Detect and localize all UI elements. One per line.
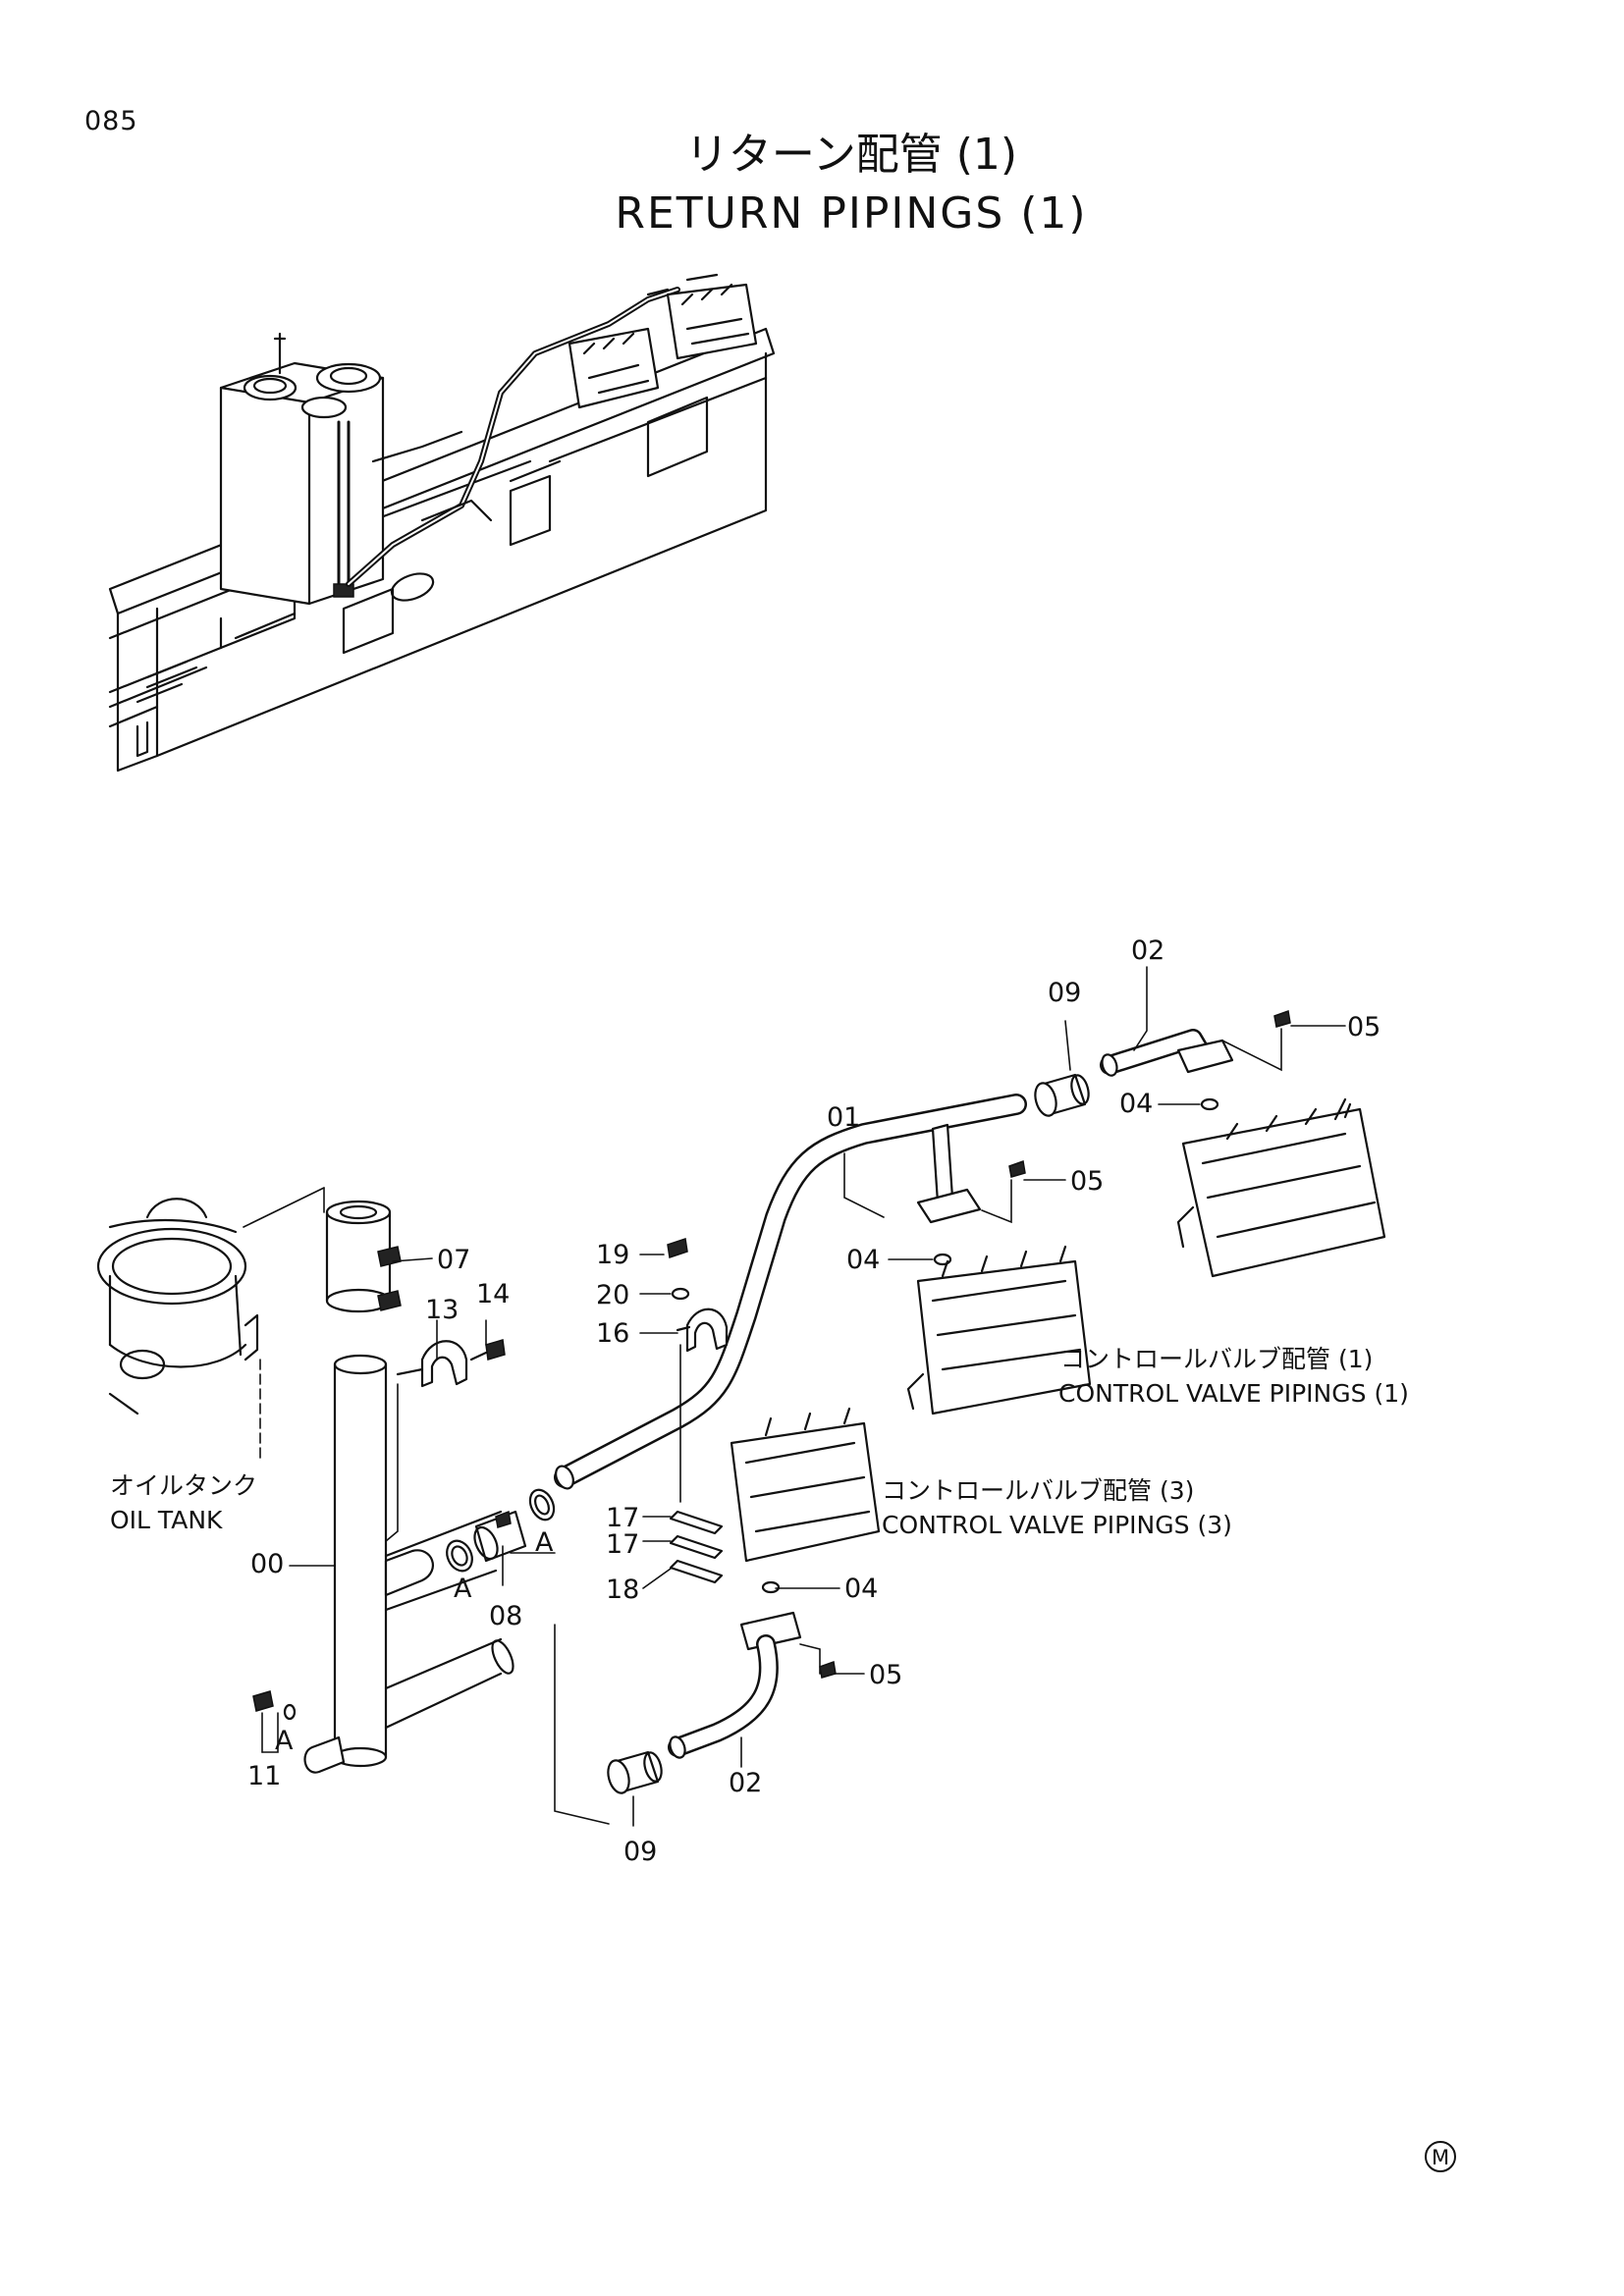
callout-16: 16 — [596, 1318, 629, 1349]
pipe-01 — [554, 1094, 1027, 1490]
overview-illustration — [108, 273, 776, 773]
page-number: 085 — [84, 106, 138, 136]
leader-lines — [243, 966, 1346, 1827]
callout-09-bottom: 09 — [623, 1837, 657, 1867]
section-mark-a-plug: A — [275, 1726, 294, 1756]
o-ring-04-mid — [933, 1253, 952, 1266]
callout-20: 20 — [596, 1280, 629, 1310]
clamp-13 — [396, 1340, 468, 1388]
section-mark-a-left: A — [454, 1574, 472, 1604]
callout-13: 13 — [425, 1295, 459, 1325]
pipe-00 — [303, 1354, 514, 1774]
callout-17-a: 17 — [606, 1503, 639, 1533]
bolt-05-top — [1273, 1009, 1291, 1028]
fitting-09-top — [1034, 1073, 1090, 1117]
callout-numbers: 00 01 02 02 04 04 04 05 05 05 07 08 09 0… — [247, 935, 1380, 1867]
section-mark-a-right: A — [535, 1527, 554, 1558]
callout-14: 14 — [476, 1279, 510, 1309]
pipe-02-top — [1100, 1029, 1234, 1077]
fitting-09-bottom — [607, 1750, 663, 1794]
control-valve-middle — [906, 1245, 1092, 1415]
caption-cvp3-en: CONTROL VALVE PIPINGS (3) — [882, 1511, 1232, 1539]
shim-18 — [669, 1559, 724, 1584]
title-english: RETURN PIPINGS (1) — [615, 188, 1088, 239]
callout-04-mid: 04 — [846, 1245, 880, 1275]
control-valve-lower — [730, 1407, 881, 1563]
clamp-16 — [676, 1308, 729, 1353]
hose-joint-08 — [446, 1488, 556, 1573]
callout-05-bottom: 05 — [869, 1660, 902, 1690]
callout-00: 00 — [250, 1549, 284, 1579]
caption-cvp1-en: CONTROL VALVE PIPINGS (1) — [1058, 1379, 1409, 1408]
o-ring-04-top — [1200, 1097, 1219, 1111]
bolt-05-mid — [1008, 1159, 1026, 1178]
washer-20 — [671, 1287, 690, 1301]
shim-17-a — [669, 1510, 724, 1535]
clamp-hose-07 — [325, 1200, 402, 1313]
m-mark: M — [1425, 2141, 1456, 2172]
callout-19: 19 — [596, 1240, 629, 1270]
caption-oil-tank-jp: オイルタンク — [110, 1471, 257, 1500]
callout-02-bottom: 02 — [729, 1768, 762, 1798]
control-valve-right — [1176, 1097, 1386, 1278]
plug-11 — [252, 1690, 297, 1721]
callout-04-top: 04 — [1119, 1089, 1153, 1119]
bolt-19 — [667, 1238, 688, 1258]
callout-17-b: 17 — [606, 1529, 639, 1560]
pipe-02-bottom — [668, 1611, 802, 1759]
callout-07: 07 — [437, 1245, 470, 1275]
oil-tank-illustration — [96, 1198, 261, 1464]
callout-09-top: 09 — [1048, 978, 1081, 1008]
bolt-14 — [469, 1339, 506, 1362]
callout-18: 18 — [606, 1575, 639, 1605]
shim-17-b — [669, 1534, 724, 1560]
page-title: リターン配管 (1) RETURN PIPINGS (1) — [0, 126, 1624, 243]
exploded-parts-diagram: 00 01 02 02 04 04 04 05 05 05 07 08 09 0… — [96, 935, 1409, 1867]
callout-08: 08 — [489, 1601, 522, 1631]
section-marks: A A A — [275, 1527, 554, 1756]
caption-cvp1-jp: コントロールバルブ配管 (1) — [1060, 1345, 1373, 1373]
callout-11: 11 — [247, 1761, 281, 1791]
callout-01: 01 — [827, 1102, 860, 1133]
caption-oil-tank-en: OIL TANK — [110, 1506, 223, 1534]
callout-02-top: 02 — [1131, 935, 1164, 966]
caption-cvp3-jp: コントロールバルブ配管 (3) — [882, 1476, 1194, 1505]
bolt-05-bottom — [819, 1660, 837, 1679]
callout-04-bottom: 04 — [844, 1574, 878, 1604]
assembly-captions: オイルタンク OIL TANK コントロールバルブ配管 (1) CONTROL … — [110, 1345, 1409, 1539]
o-ring-04-bottom — [761, 1580, 781, 1594]
callout-05-top: 05 — [1347, 1012, 1380, 1042]
m-mark-letter: M — [1432, 2146, 1449, 2169]
title-japanese: リターン配管 (1) — [684, 130, 1018, 180]
callout-05-mid: 05 — [1070, 1166, 1104, 1197]
